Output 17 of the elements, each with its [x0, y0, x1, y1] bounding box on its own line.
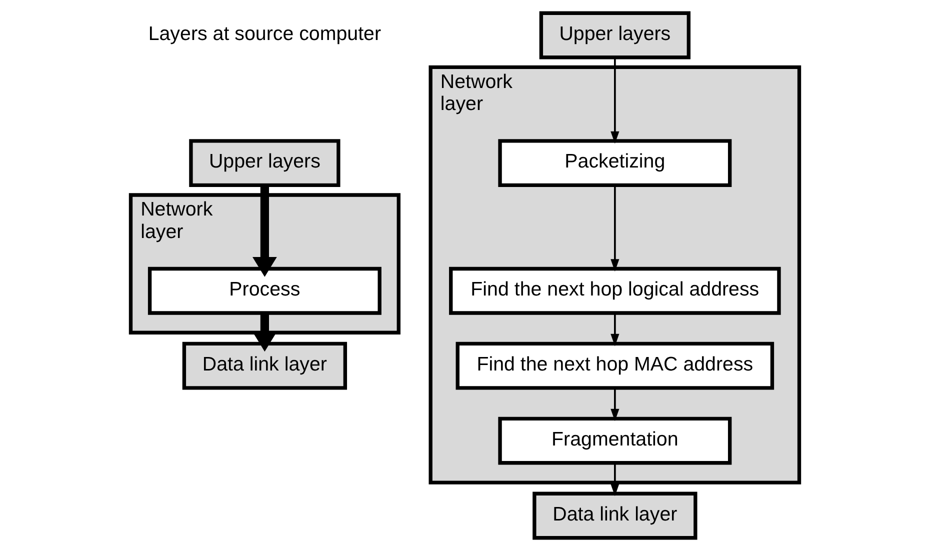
arrow: [252, 186, 277, 277]
node-box: Process: [148, 266, 382, 315]
node-box: Upper layers: [189, 139, 340, 188]
arrow: [610, 58, 620, 144]
arrow: [610, 388, 620, 422]
label: Layers at source computer: [148, 22, 382, 45]
arrow: [610, 313, 620, 346]
node-box: Find the next hop MAC address: [456, 342, 774, 390]
arrow: [610, 186, 620, 272]
node-box: Data link layer: [182, 342, 348, 390]
node-box: Fragmentation: [498, 416, 732, 465]
node-box: Find the next hop logical address: [449, 266, 781, 315]
node-box: Upper layers: [539, 11, 690, 60]
arrow: [252, 313, 277, 352]
node-box: Packetizing: [498, 139, 732, 188]
arrow: [610, 463, 620, 496]
node-box: Data link layer: [532, 492, 698, 540]
